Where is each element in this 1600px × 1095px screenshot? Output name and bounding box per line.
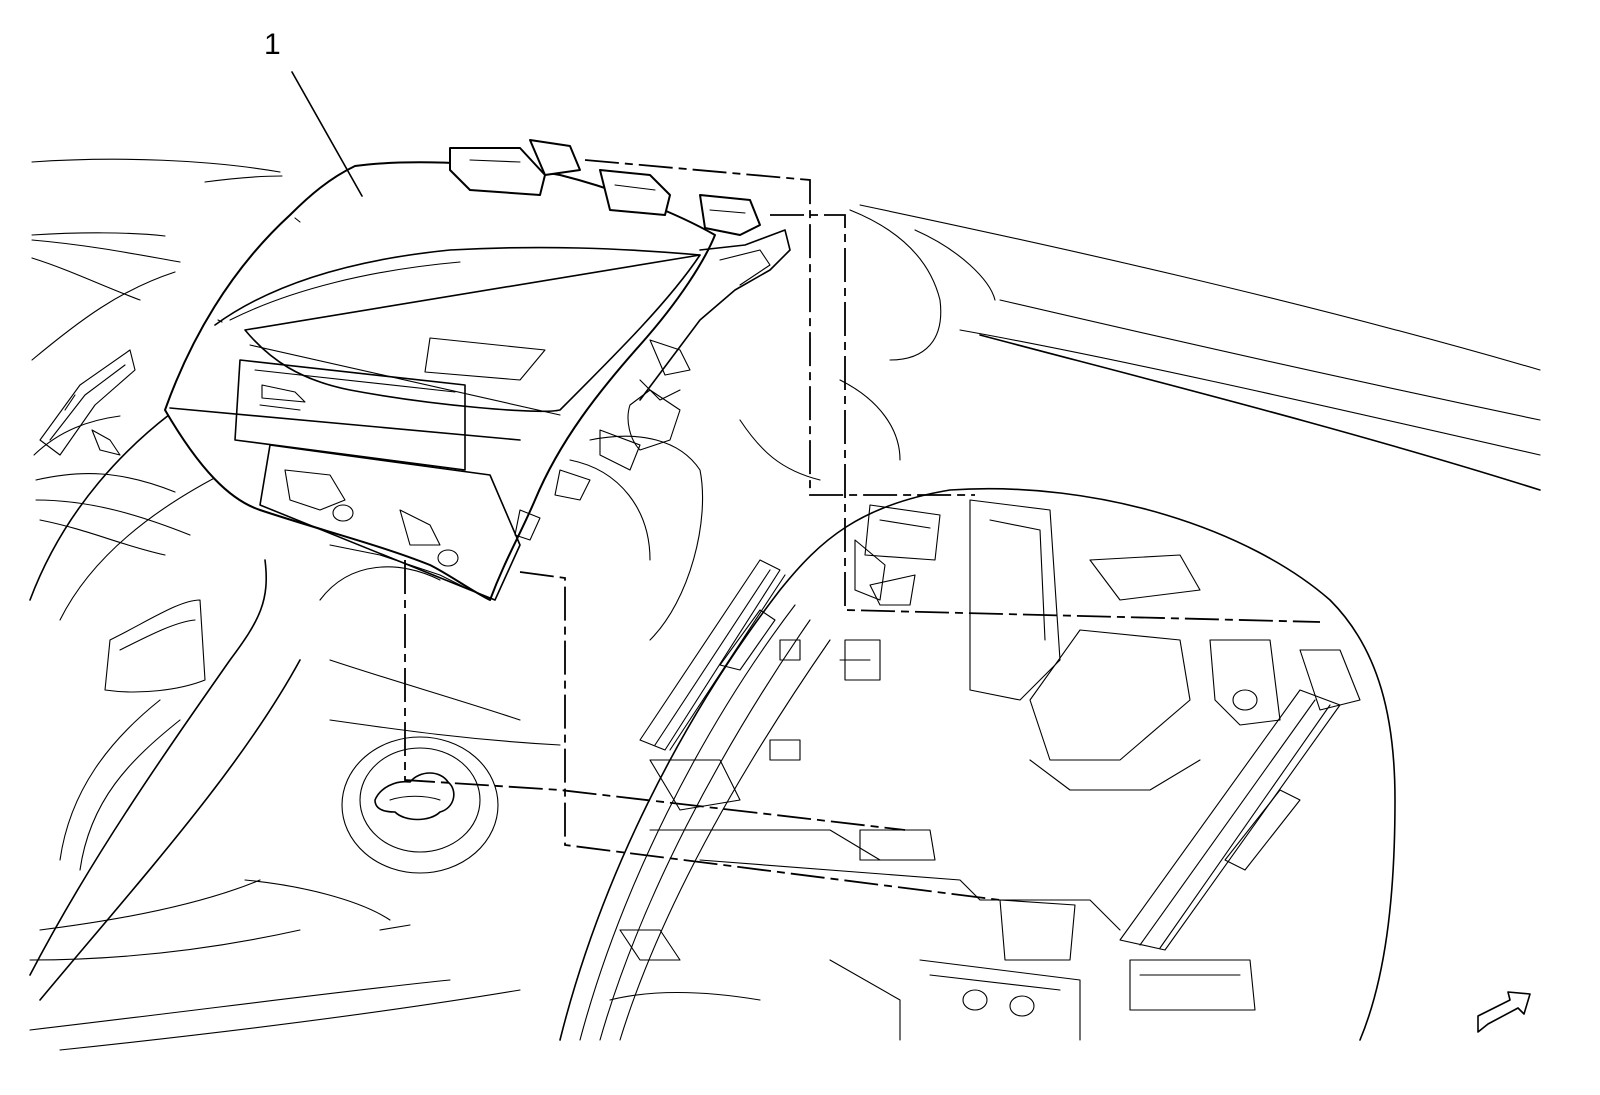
alignment-leader-lines bbox=[404, 159, 1321, 901]
view-direction-arrow-icon bbox=[1477, 991, 1531, 1033]
part-1-cluster-hood bbox=[164, 139, 791, 601]
dashboard-right-outline bbox=[569, 204, 1541, 641]
center-console-opening bbox=[559, 487, 1396, 1041]
dashboard-left-outline bbox=[29, 158, 561, 1051]
callout-1-leader-line bbox=[291, 71, 363, 197]
callout-number-1: 1 bbox=[264, 28, 281, 61]
